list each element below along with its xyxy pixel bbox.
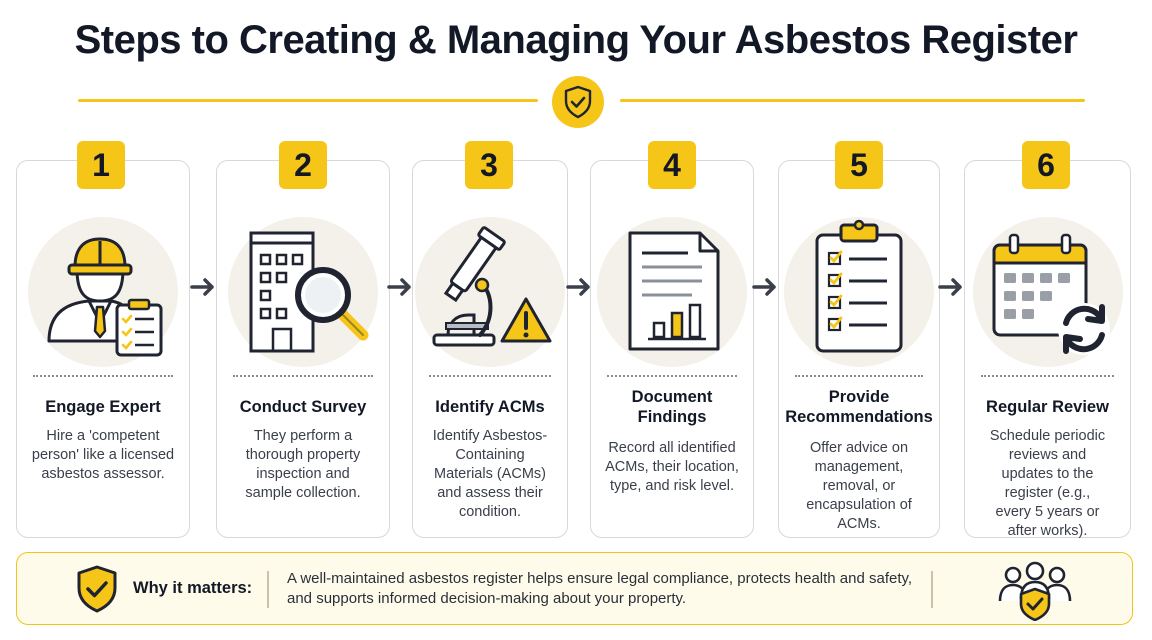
dotted-divider bbox=[981, 375, 1114, 377]
footer-text: A well-maintained asbestos register help… bbox=[287, 570, 913, 607]
step-title: Document Findings bbox=[631, 388, 713, 426]
title-rule-right bbox=[620, 99, 1085, 102]
step-description: They perform a thorough property inspect… bbox=[245, 428, 361, 501]
title-shield-badge bbox=[552, 76, 604, 128]
step-description: Schedule periodic reviews and updates to… bbox=[989, 428, 1106, 539]
calendar-refresh-icon bbox=[992, 233, 1110, 355]
arrow-right-icon bbox=[190, 278, 214, 296]
step-number-badge: 6 bbox=[1022, 141, 1070, 189]
dotted-divider bbox=[795, 375, 923, 377]
step-description: Identify Asbestos-Containing Materials (… bbox=[432, 428, 548, 520]
arrow-right-icon bbox=[387, 278, 411, 296]
arrow-right-icon bbox=[566, 278, 590, 296]
step-card-5: Provide Recommendations Offer advice on … bbox=[778, 160, 940, 538]
dotted-divider bbox=[607, 375, 737, 377]
step-description: Record all identified ACMs, their locati… bbox=[605, 440, 739, 494]
step-card-4: Document Findings Record all identified … bbox=[590, 160, 754, 538]
dotted-divider bbox=[233, 375, 373, 377]
checklist-clipboard-icon bbox=[815, 219, 903, 353]
step-number-badge: 1 bbox=[77, 141, 125, 189]
step-title: Provide Recommendations bbox=[785, 388, 933, 426]
footer-divider bbox=[267, 571, 269, 608]
page-title: Steps to Creating & Managing Your Asbest… bbox=[74, 18, 1078, 62]
arrow-right-icon bbox=[752, 278, 776, 296]
step-card-3: Identify ACMs Identify Asbestos-Containi… bbox=[412, 160, 568, 538]
people-shield-icon bbox=[998, 561, 1072, 621]
building-magnifier-icon bbox=[249, 231, 369, 353]
footer-label: Why it matters: bbox=[133, 579, 253, 597]
shield-check-icon bbox=[564, 85, 592, 119]
step-number-badge: 4 bbox=[648, 141, 696, 189]
step-card-2: Conduct Survey They perform a thorough p… bbox=[216, 160, 390, 538]
step-title: Conduct Survey bbox=[239, 398, 367, 416]
dotted-divider bbox=[429, 375, 551, 377]
step-card-6: Regular Review Schedule periodic reviews… bbox=[964, 160, 1131, 539]
step-description: Hire a 'competent person' like a license… bbox=[31, 428, 175, 482]
dotted-divider bbox=[33, 375, 173, 377]
step-title: Identify ACMs bbox=[435, 398, 545, 416]
step-title: Regular Review bbox=[986, 398, 1109, 416]
step-description: Offer advice on management, removal, or … bbox=[806, 440, 912, 532]
shield-check-icon bbox=[77, 565, 117, 613]
title-rule-left bbox=[78, 99, 538, 102]
arrow-right-icon bbox=[938, 278, 962, 296]
step-number-badge: 5 bbox=[835, 141, 883, 189]
why-it-matters-panel: Why it matters: A well-maintained asbest… bbox=[16, 552, 1133, 625]
step-number-badge: 2 bbox=[279, 141, 327, 189]
footer-divider bbox=[931, 571, 933, 608]
microscope-warning-icon bbox=[432, 226, 552, 347]
report-document-icon bbox=[628, 231, 720, 351]
step-number-badge: 3 bbox=[465, 141, 513, 189]
step-title: Engage Expert bbox=[45, 398, 161, 416]
step-card-1: Engage Expert Hire a 'competent person' … bbox=[16, 160, 190, 538]
worker-with-clipboard-icon bbox=[47, 237, 163, 357]
